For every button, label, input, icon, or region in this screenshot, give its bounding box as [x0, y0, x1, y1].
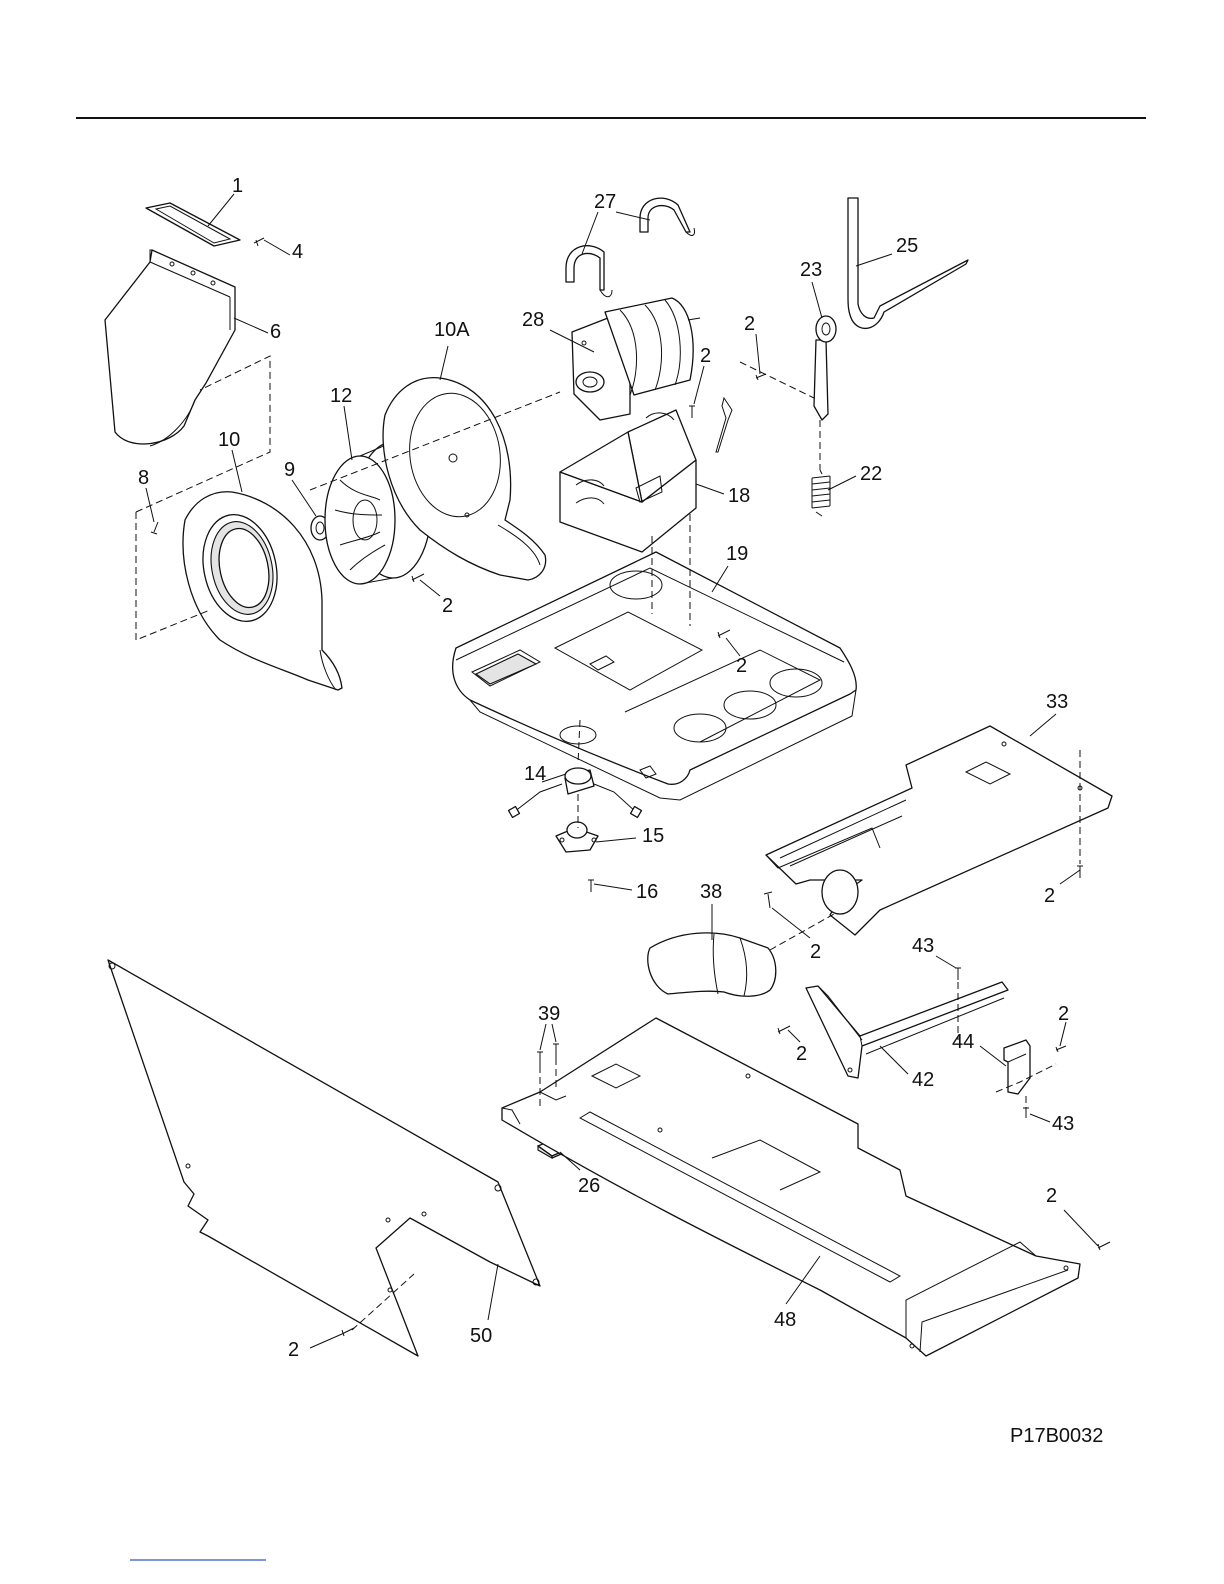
label-18: 18: [728, 485, 750, 507]
screw-motor-b[interactable]: [756, 374, 766, 380]
label-6: 6: [270, 321, 281, 343]
lever-part-25[interactable]: [848, 198, 968, 328]
motor-strap-part-27-left[interactable]: [566, 246, 612, 297]
screw-part-4[interactable]: [254, 238, 264, 246]
screw-part-43-top[interactable]: [955, 968, 961, 980]
label-33: 33: [1046, 691, 1068, 713]
label-43-top: 43: [912, 935, 934, 957]
label-28: 28: [522, 309, 544, 331]
spring-part-22[interactable]: [812, 470, 830, 516]
label-2-bracket: 2: [1058, 1003, 1069, 1025]
label-16: 16: [636, 881, 658, 903]
label-25: 25: [896, 235, 918, 257]
label-8: 8: [138, 467, 149, 489]
label-1: 1: [232, 175, 243, 197]
label-4: 4: [292, 241, 303, 263]
screw-part-16[interactable]: [588, 880, 594, 892]
motor-mount-part-18[interactable]: [560, 410, 696, 552]
label-43-bottom: 43: [1052, 1113, 1074, 1135]
label-44: 44: [952, 1031, 974, 1053]
label-23: 23: [800, 259, 822, 281]
label-38: 38: [700, 881, 722, 903]
label-2-base: 2: [736, 655, 747, 677]
label-2-panel: 2: [288, 1339, 299, 1361]
exhaust-duct-part-33[interactable]: [766, 726, 1112, 935]
label-2-motor-b: 2: [744, 313, 755, 335]
label-2-rail: 2: [796, 1043, 807, 1065]
clip-part[interactable]: [716, 398, 732, 452]
label-27: 27: [594, 191, 616, 213]
label-42: 42: [912, 1069, 934, 1091]
label-2-duct-right: 2: [1044, 885, 1055, 907]
label-10: 10: [218, 429, 240, 451]
label-39: 39: [538, 1003, 560, 1025]
motor-strap-part-27-right[interactable]: [640, 198, 695, 235]
label-14: 14: [524, 763, 546, 785]
label-22: 22: [860, 463, 882, 485]
label-12: 12: [330, 385, 352, 407]
screw-part-43-bottom[interactable]: [1023, 1108, 1029, 1118]
label-2-motor-a: 2: [700, 345, 711, 367]
rail-part-42[interactable]: [806, 982, 1008, 1078]
label-26: 26: [578, 1175, 600, 1197]
label-50: 50: [470, 1325, 492, 1347]
screw-duct-left[interactable]: [764, 892, 772, 908]
bracket-part-44[interactable]: [1004, 1040, 1030, 1094]
gasket-part-1[interactable]: [146, 203, 240, 246]
elbow-part-38[interactable]: [648, 933, 776, 996]
label-2-blower: 2: [442, 595, 453, 617]
label-19: 19: [726, 543, 748, 565]
label-48: 48: [774, 1309, 796, 1331]
panel-part-50[interactable]: [108, 960, 540, 1356]
screw-motor-a[interactable]: [689, 406, 695, 418]
base-part-19[interactable]: [453, 552, 857, 800]
label-10a: 10A: [434, 319, 470, 341]
screw-part-8[interactable]: [151, 522, 158, 534]
screw-pan[interactable]: [1098, 1242, 1110, 1250]
screw-blower[interactable]: [412, 574, 424, 582]
label-2-pan: 2: [1046, 1185, 1057, 1207]
blower-duct-part-6[interactable]: [105, 250, 235, 446]
label-15: 15: [642, 825, 664, 847]
label-2-duct-left: 2: [810, 941, 821, 963]
motor-part-28[interactable]: [572, 298, 700, 420]
actuator-part-23[interactable]: [814, 316, 836, 420]
label-9: 9: [284, 459, 295, 481]
screw-bracket[interactable]: [1056, 1046, 1066, 1052]
thermistor-part-15[interactable]: [556, 822, 598, 852]
diagram-code: P17B0032: [1010, 1425, 1103, 1447]
